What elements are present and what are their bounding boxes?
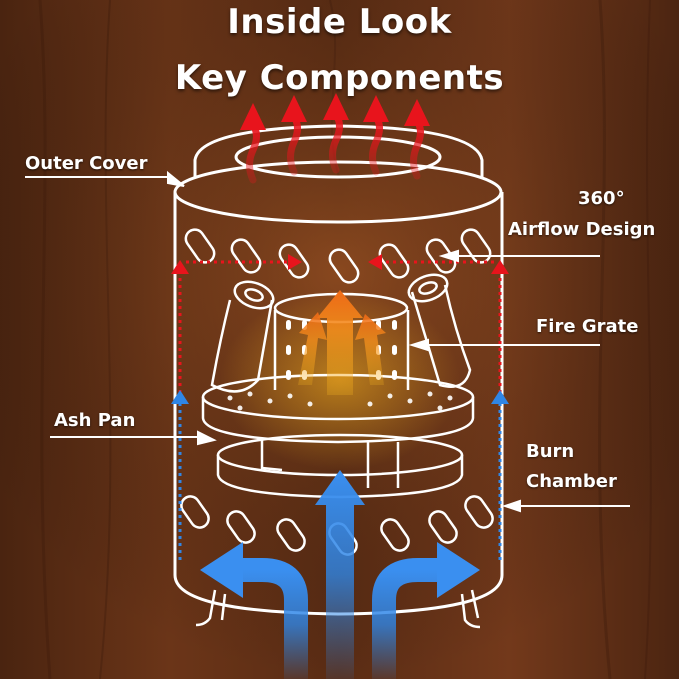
side-airflow-heads xyxy=(171,254,509,404)
upper-vent-slots xyxy=(184,228,492,284)
label-fire-grate: Fire Grate xyxy=(536,316,639,337)
label-ash-pan: Ash Pan xyxy=(54,410,136,431)
air-intake-arrows xyxy=(200,470,480,679)
title-line-1: Inside Look xyxy=(227,2,452,42)
label-airflow-360: 360° xyxy=(578,188,625,209)
flame-arrows xyxy=(298,290,386,395)
heat-exhaust-arrows xyxy=(246,111,424,184)
label-chamber: Chamber xyxy=(526,471,617,492)
logs xyxy=(210,273,472,393)
heat-arrow-heads xyxy=(240,93,430,130)
side-airflow-lines xyxy=(178,260,502,560)
label-burn: Burn xyxy=(526,441,575,462)
title-line-2: Key Components xyxy=(174,58,505,98)
grate-plate xyxy=(201,373,475,444)
stove-legs xyxy=(195,589,481,629)
label-airflow-design: Airflow Design xyxy=(508,219,656,240)
callout-pointers xyxy=(25,170,630,513)
label-outer-cover: Outer Cover xyxy=(25,153,148,174)
